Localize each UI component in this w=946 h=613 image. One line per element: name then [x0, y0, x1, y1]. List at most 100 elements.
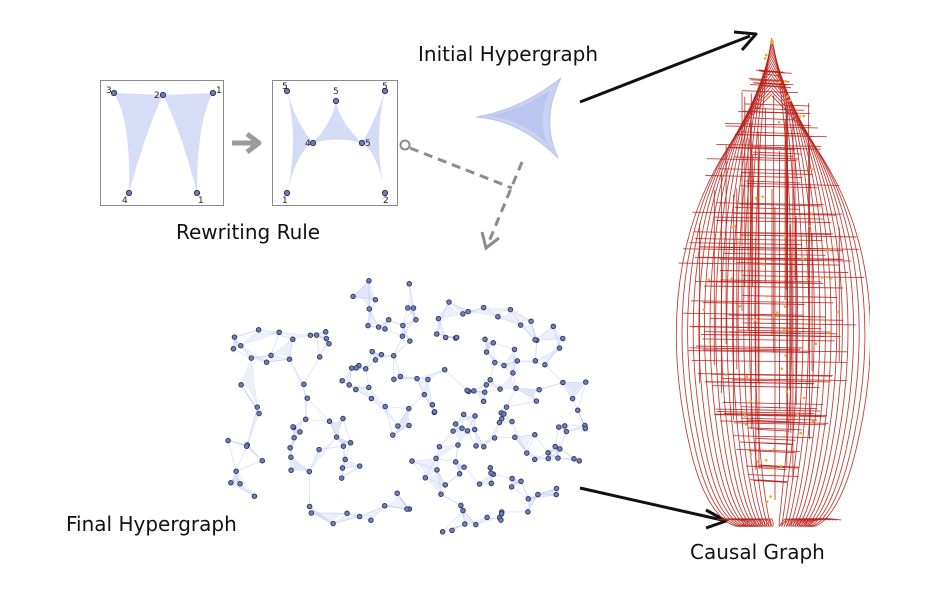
hyperedge-link — [506, 388, 517, 408]
vertex — [503, 404, 510, 410]
vertex — [313, 332, 320, 338]
hyperedge-link — [445, 473, 460, 486]
hyperedge-link — [467, 415, 476, 432]
vertex — [556, 345, 563, 351]
vertex — [342, 456, 348, 463]
causal-event — [780, 367, 784, 371]
hyperedge-link — [307, 397, 330, 422]
vertex — [458, 502, 464, 509]
causal-event — [820, 276, 824, 279]
vertex — [413, 316, 419, 323]
vertex — [553, 485, 560, 492]
causal-event — [765, 295, 769, 298]
hyperedge-link — [416, 378, 425, 395]
rule-lhs-hypergraph: 3 2 1 4 1 — [106, 86, 222, 206]
causal-edge — [730, 147, 796, 151]
hyperedge-link — [493, 342, 515, 350]
hyperedge — [303, 384, 308, 420]
causal-edge — [740, 406, 818, 410]
vertex — [365, 322, 371, 329]
causal-edge — [712, 385, 820, 389]
causal-event — [764, 458, 768, 462]
vertex — [268, 352, 274, 359]
causal-event — [796, 414, 799, 418]
causal-event — [784, 354, 787, 357]
vertex — [414, 375, 420, 382]
vertex — [263, 359, 270, 365]
causal-edge — [733, 422, 827, 426]
causal-edge — [692, 81, 773, 527]
vertex — [461, 464, 467, 470]
causal-edge — [729, 331, 838, 335]
vertex — [471, 388, 477, 394]
causal-edge — [754, 442, 794, 446]
causal-edge — [747, 474, 799, 478]
vertex — [532, 358, 539, 364]
hyperedge-link — [439, 430, 454, 447]
vertex — [410, 305, 417, 311]
causal-edge — [742, 322, 857, 326]
vertex — [326, 340, 332, 347]
causal-edge — [716, 143, 822, 147]
causal-edge — [754, 82, 788, 86]
vertex — [556, 424, 562, 430]
vertex — [369, 348, 375, 355]
causal-event — [749, 452, 753, 456]
hyperedge-link — [235, 446, 247, 472]
causal-edge — [704, 381, 814, 385]
vertex — [306, 503, 313, 510]
vertex — [409, 458, 415, 464]
causal-edges — [675, 37, 870, 527]
vertex — [304, 395, 311, 401]
vertex — [231, 334, 238, 340]
hyperedge-link — [492, 342, 496, 363]
vertex — [545, 450, 551, 456]
hyperedge-link — [534, 326, 554, 340]
causal-event — [769, 495, 772, 498]
vertex — [276, 329, 282, 336]
vertex — [501, 362, 507, 369]
causal-event — [778, 80, 782, 84]
causal-event — [756, 460, 759, 464]
hyperedge-link — [520, 324, 536, 340]
vertex — [525, 509, 531, 515]
hyperedge-link — [393, 340, 411, 356]
vertex — [366, 384, 372, 391]
vertex — [323, 335, 330, 342]
initial-hypergraph-label: Initial Hypergraph — [418, 42, 598, 66]
vertex — [326, 418, 333, 425]
hyperedge-link — [235, 470, 255, 497]
causal-edge — [748, 41, 773, 527]
vertex — [452, 459, 459, 465]
causal-edge — [689, 325, 808, 329]
causal-edge — [715, 65, 773, 527]
causal-edge — [675, 93, 773, 527]
hyperedge-link — [368, 308, 379, 328]
vertex — [562, 423, 568, 429]
causal-edge — [709, 69, 773, 527]
vertex — [406, 281, 413, 287]
causal-edge — [697, 373, 833, 377]
hyperedge — [407, 283, 414, 309]
hyperedge — [240, 357, 258, 408]
vertex — [510, 370, 516, 376]
causal-event — [744, 423, 748, 426]
causal-edge — [700, 246, 833, 250]
vertex-label: 5 — [333, 87, 339, 97]
vertex — [381, 503, 388, 509]
hyperedge-inner — [490, 90, 550, 144]
causal-edge — [757, 479, 788, 483]
hyperedge-link — [554, 427, 560, 447]
causal-edge — [682, 248, 844, 252]
vertex — [563, 428, 570, 435]
causal-edge — [720, 279, 822, 283]
hyperedge-link — [236, 460, 263, 472]
vertex — [381, 87, 389, 95]
vertex — [491, 435, 498, 441]
vertex — [406, 422, 412, 429]
causal-edge — [752, 153, 794, 157]
vertex-label: 1 — [216, 86, 222, 96]
hyperedge-link — [462, 510, 477, 525]
vertex — [238, 342, 244, 349]
causal-event — [743, 414, 747, 417]
